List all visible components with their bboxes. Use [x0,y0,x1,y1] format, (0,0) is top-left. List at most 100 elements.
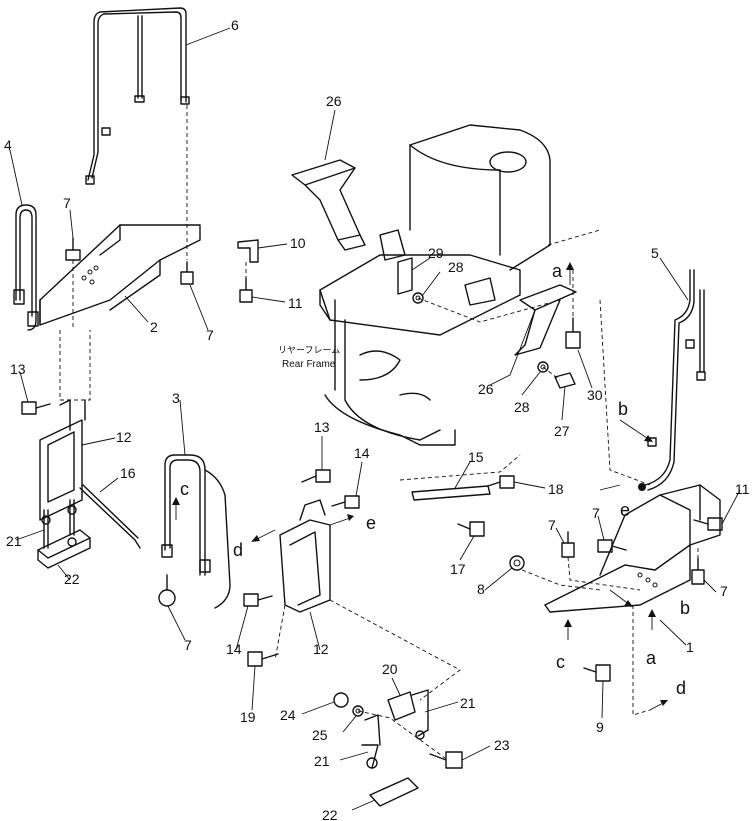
callout-3: 3 [172,390,180,406]
part-15-bar [411,485,491,501]
arrow-label-a-lower: a [646,648,657,668]
part-2-step-bracket [39,224,201,326]
callout-30: 30 [587,387,603,403]
bolt-27 [554,372,576,389]
callout-13-b: 13 [314,419,330,435]
callout-21-b: 21 [460,695,476,711]
arrow-label-e-right: e [620,500,630,520]
callout-leaders [9,27,741,811]
bolt-7-center-left [158,574,176,607]
bolt-7-right-a [561,531,575,558]
arrow-label-a-upper: a [552,261,563,281]
callout-7-d: 7 [592,505,600,521]
callout-2: 2 [150,319,158,335]
part-21-link-lower-right [411,689,429,740]
arrow-label-c-left: c [180,479,189,499]
callout-10: 10 [290,235,306,251]
callout-16: 16 [120,465,136,481]
part-22-base-left [37,529,91,569]
rear-frame-label-jp: リヤーフレーム [278,345,340,356]
callout-26-b: 26 [478,381,494,397]
center-lines [59,105,699,759]
direction-arrows [172,262,668,711]
callout-28-a: 28 [448,259,464,275]
part-21-links-left [41,499,77,549]
bolt-23 [429,751,463,769]
nut-8 [509,555,525,571]
callout-7-b: 7 [206,327,214,343]
part-26-right-bracket [514,284,577,356]
part-16-strut [79,484,141,549]
callout-14-b: 14 [226,641,242,657]
part-21-link-lower-left [361,714,381,769]
callout-14-a: 14 [354,445,370,461]
callout-27: 27 [554,423,570,439]
part-26-upper-bracket [291,159,366,251]
callout-7-f: 7 [184,637,192,653]
bolt-13-center [301,469,331,483]
rear-frame-caption: リヤーフレーム Rear Frame [278,345,340,370]
arrow-label-d-right: d [676,678,686,698]
callout-18: 18 [548,481,564,497]
callout-9: 9 [596,719,604,735]
arrow-label-b-lower: b [680,598,690,618]
callout-19: 19 [240,709,256,725]
callout-20: 20 [382,661,398,677]
part-10-small-bracket [237,239,259,263]
bolt-7-under-bracket [180,261,194,285]
washer-28-upper [412,292,424,304]
callout-29: 29 [428,245,444,261]
callout-12-b: 12 [313,641,329,657]
callout-8: 8 [477,581,485,597]
bolt-7-right-b [597,539,627,553]
bolt-13-left [21,401,51,415]
part-6-handrail-tube [85,7,190,185]
callout-1: 1 [686,639,694,655]
callout-11-b: 11 [735,481,750,497]
callout-24: 24 [280,707,296,723]
callout-25: 25 [312,727,328,743]
callout-7-a: 7 [63,195,71,211]
callout-6: 6 [231,17,239,33]
bolt-11-right [693,517,723,531]
bolt-17 [457,521,485,537]
callout-7-c: 7 [548,517,556,533]
rear-frame-label-en: Rear Frame [282,359,336,370]
nut-24 [333,692,349,708]
rear-frame-assembly [319,124,551,446]
callout-12-a: 12 [116,429,132,445]
arrow-letter-labels: a a b b c c d d e e [180,261,690,698]
part-12-left-bracket [39,399,86,521]
arrow-label-c-right: c [556,652,565,672]
part-20-clamp [387,691,416,721]
callout-15: 15 [468,449,484,465]
bolt-14-upper [331,495,360,509]
bolt-7-upper-left [65,237,81,261]
callout-17: 17 [450,561,466,577]
arrow-label-d-left: d [233,540,243,560]
callout-23: 23 [494,737,510,753]
callout-21-c: 21 [314,753,330,769]
part-5-right-handrail [638,269,706,491]
bolt-18 [487,475,515,489]
bolt-14-lower [243,593,273,607]
callout-22-a: 22 [64,571,80,587]
callout-28-b: 28 [514,399,530,415]
part-22-base-lower [369,777,419,807]
bolt-7-right-c [691,557,705,585]
callout-22-b: 22 [322,807,338,821]
callout-7-e: 7 [720,583,728,599]
bolt-9 [583,664,611,682]
bolt-19 [247,651,279,667]
callout-labels: 6 26 4 7 10 11 2 7 29 28 5 13 12 3 26 28… [4,17,750,821]
callout-26-top: 26 [326,93,342,109]
washer-28-lower [537,361,549,373]
callout-4: 4 [4,137,12,153]
bolt-11-upper [239,277,253,303]
arrow-label-e-center: e [366,513,376,533]
callout-5: 5 [651,245,659,261]
part-12-center-bracket [279,499,331,613]
bolt-30 [565,317,581,349]
